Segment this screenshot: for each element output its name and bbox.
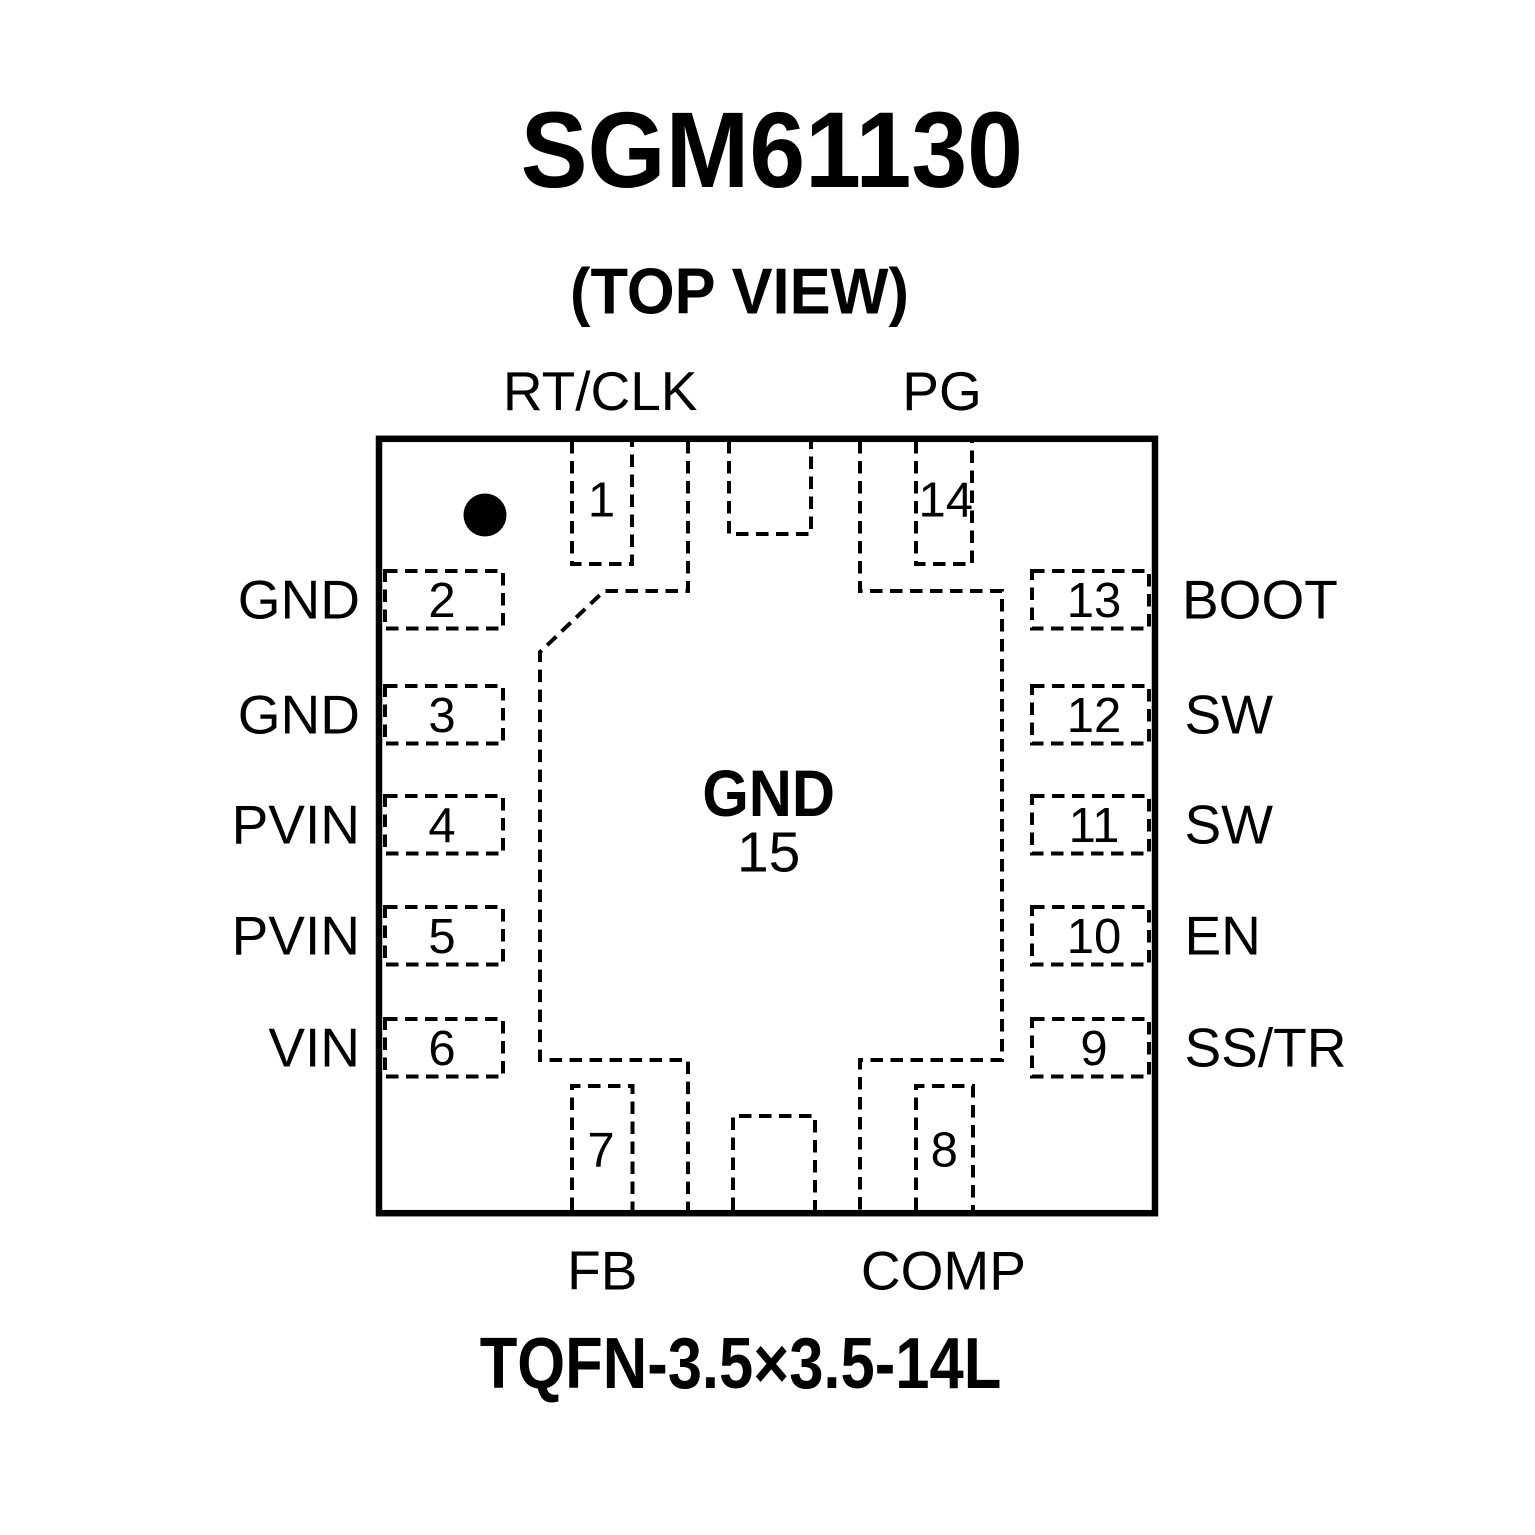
svg-text:GND: GND xyxy=(238,683,360,745)
svg-text:(TOP VIEW): (TOP VIEW) xyxy=(570,256,909,328)
svg-text:SS/TR: SS/TR xyxy=(1185,1016,1347,1078)
svg-text:BOOT: BOOT xyxy=(1182,568,1338,630)
svg-text:5: 5 xyxy=(428,910,455,964)
svg-text:COMP: COMP xyxy=(861,1239,1026,1301)
svg-text:10: 10 xyxy=(1067,910,1122,964)
svg-text:SW: SW xyxy=(1185,793,1274,855)
svg-text:13: 13 xyxy=(1067,574,1122,628)
svg-text:GND: GND xyxy=(702,757,835,830)
svg-text:12: 12 xyxy=(1067,689,1122,743)
svg-text:PVIN: PVIN xyxy=(232,904,360,966)
svg-text:7: 7 xyxy=(587,1124,614,1178)
svg-text:4: 4 xyxy=(428,799,455,853)
svg-text:2: 2 xyxy=(428,574,455,628)
svg-text:GND: GND xyxy=(238,568,360,630)
svg-text:PG: PG xyxy=(902,360,981,422)
svg-text:PVIN: PVIN xyxy=(232,793,360,855)
svg-text:1: 1 xyxy=(588,474,615,528)
svg-text:15: 15 xyxy=(737,821,800,885)
svg-text:14: 14 xyxy=(919,474,974,528)
svg-text:3: 3 xyxy=(428,689,455,743)
svg-text:SGM61130: SGM61130 xyxy=(521,90,1023,210)
svg-text:11: 11 xyxy=(1069,799,1120,853)
svg-text:VIN: VIN xyxy=(268,1016,360,1078)
svg-text:6: 6 xyxy=(428,1022,455,1076)
svg-text:SW: SW xyxy=(1185,683,1274,745)
svg-text:RT/CLK: RT/CLK xyxy=(503,360,698,422)
svg-text:TQFN-3.5×3.5-14L: TQFN-3.5×3.5-14L xyxy=(480,1324,1002,1405)
svg-text:EN: EN xyxy=(1185,904,1261,966)
svg-text:9: 9 xyxy=(1080,1022,1107,1076)
svg-text:FB: FB xyxy=(567,1239,637,1301)
svg-text:8: 8 xyxy=(931,1124,958,1178)
